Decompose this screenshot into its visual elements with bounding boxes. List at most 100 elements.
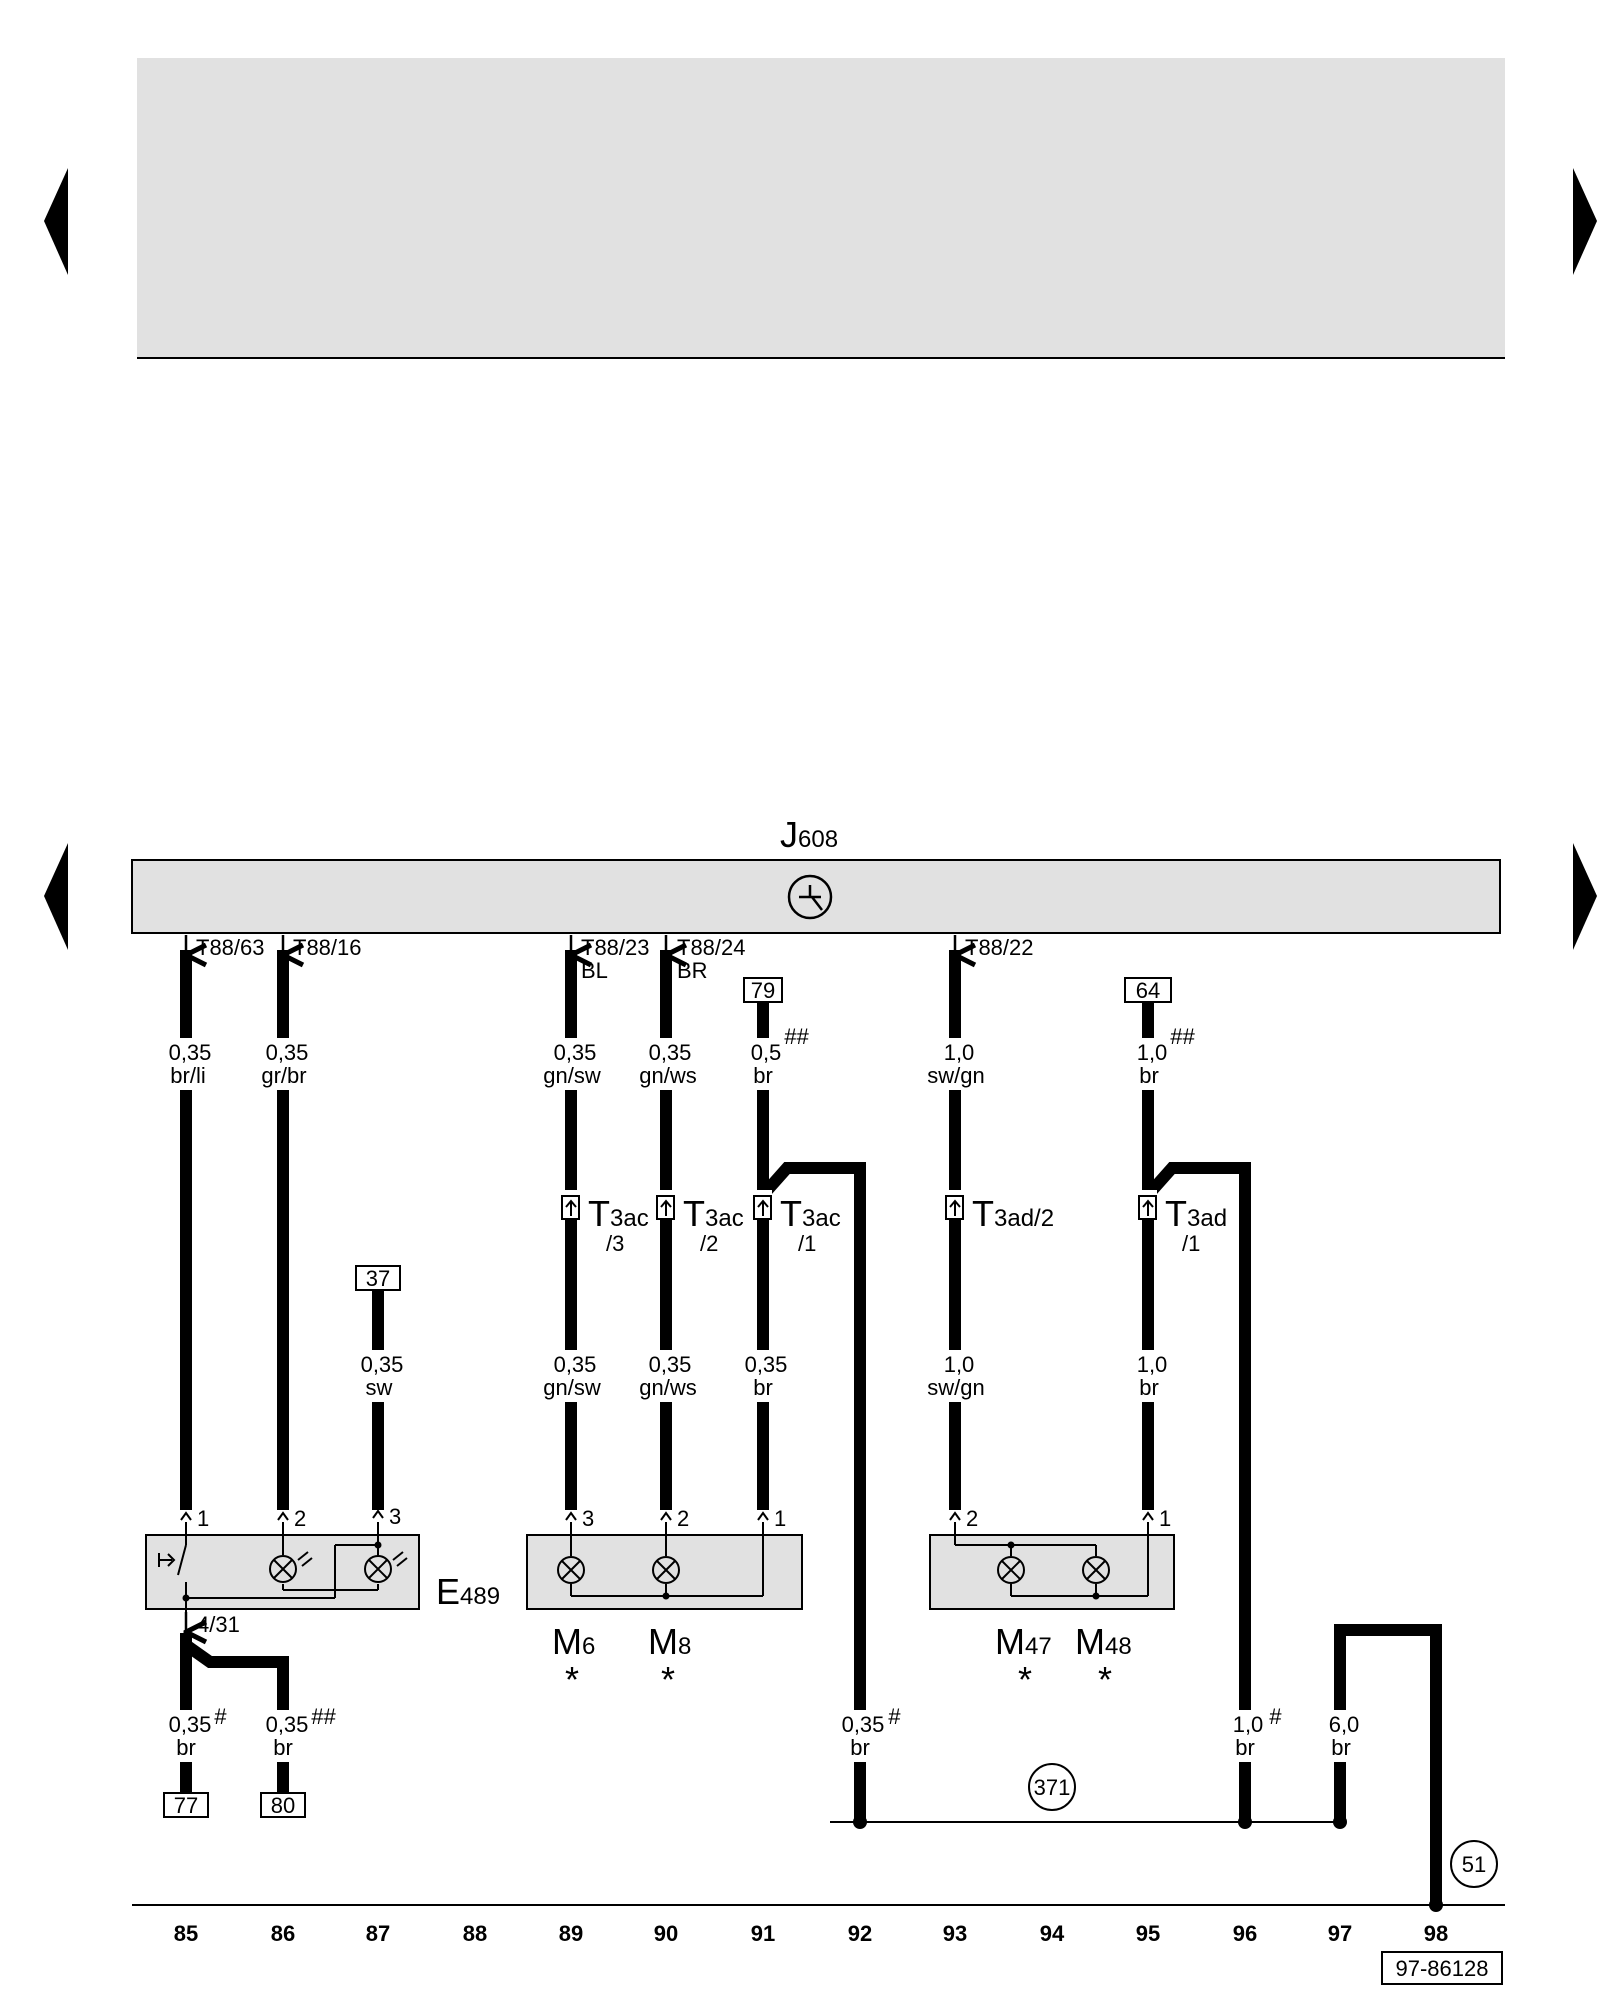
wire-92-size: 0,35 [842, 1712, 885, 1737]
wire-95-size: 1,0 [1137, 1040, 1168, 1065]
m8-asterisk: * [661, 1659, 675, 1700]
junction-92 [853, 1815, 867, 1829]
wire-93-lower-size: 1,0 [944, 1352, 975, 1377]
column-94: 94 [1040, 1921, 1065, 1946]
junction-96 [1238, 1815, 1252, 1829]
column-96: 96 [1233, 1921, 1257, 1946]
m6-label: M6 [552, 1621, 595, 1662]
connector-t3ac-1-pin: /1 [798, 1231, 816, 1256]
svg-text:97-86128: 97-86128 [1396, 1956, 1489, 1981]
wire-90-lower-size: 0,35 [649, 1352, 692, 1377]
wire-97 [1334, 1624, 1442, 1905]
m48-label: M48 [1075, 1621, 1132, 1662]
column-92: 92 [848, 1921, 872, 1946]
ref-80[interactable]: 80 [260, 1792, 306, 1818]
svg-text:371: 371 [1034, 1775, 1071, 1800]
wire-89-lower-color: gn/sw [543, 1375, 601, 1400]
connector-t3ac-1: T3ac [780, 1193, 841, 1234]
svg-text:64: 64 [1136, 978, 1160, 1003]
svg-text:51: 51 [1462, 1852, 1486, 1877]
connector-t3ac-3-pin: /3 [606, 1231, 624, 1256]
pin-t88-23: T88/23 [581, 935, 650, 960]
next-page-arrow-top[interactable] [1573, 168, 1597, 275]
m-pin-1: 1 [774, 1506, 786, 1531]
wire-96-size: 1,0 [1233, 1712, 1264, 1737]
wire-87-size: 0,35 [361, 1352, 404, 1377]
column-98: 98 [1424, 1921, 1448, 1946]
wire-90-lower-color: gn/ws [639, 1375, 696, 1400]
wire-85-color: br/li [170, 1063, 205, 1088]
wire-90-size: 0,35 [649, 1040, 692, 1065]
pin-t88-22: T88/22 [965, 935, 1034, 960]
wire-96-marker: # [1269, 1704, 1282, 1729]
wire-labels-lower: 0,35 br 0,35 br 0,35 br 1,0 br 6,0 br [169, 1712, 1360, 1760]
wire-86-lower-color: br [273, 1735, 293, 1760]
wire-93-lower-color: sw/gn [927, 1375, 984, 1400]
prev-page-arrow-top[interactable] [44, 168, 68, 275]
wire-96 [1143, 1162, 1251, 1822]
e489-pin-4-31: 4/31 [197, 1612, 240, 1637]
svg-text:77: 77 [174, 1793, 198, 1818]
wire-92-color: br [850, 1735, 870, 1760]
transistor-icon [787, 874, 833, 920]
component-pin-arrows [180, 1509, 1154, 1521]
m48-lamp-icon [1082, 1556, 1110, 1584]
component-pin-labels: 1 2 3 4/31 3 2 1 2 1 [197, 1504, 1171, 1637]
wire-90-color: gn/ws [639, 1063, 696, 1088]
m6-lamp-icon [557, 1556, 585, 1584]
wire-86-color: gr/br [261, 1063, 306, 1088]
wire-96-color: br [1235, 1735, 1255, 1760]
e489-pin-1: 1 [197, 1506, 209, 1531]
ref-79[interactable]: 79 [743, 977, 783, 1003]
wire-85-lower-color: br [176, 1735, 196, 1760]
n-pin-2: 2 [966, 1506, 978, 1531]
column-86: 86 [271, 1921, 295, 1946]
column-88: 88 [463, 1921, 487, 1946]
wire-85-size: 0,35 [169, 1040, 212, 1065]
connector-t3ad-2: T3ad/2 [972, 1193, 1054, 1234]
wire-93-size: 1,0 [944, 1040, 975, 1065]
e489-switch-module[interactable] [145, 1522, 420, 1612]
connector-arrows [565, 1199, 1154, 1216]
m6-m8-lamp-module[interactable] [526, 1522, 803, 1610]
wire-92 [758, 1162, 866, 1822]
m47-m48-lamp-module[interactable] [929, 1522, 1175, 1610]
connector-t3ac-3: T3ac [588, 1193, 649, 1234]
ground-point-371[interactable]: 371 [1028, 1763, 1076, 1811]
control-unit-label: J608 [780, 814, 838, 855]
wire-86-lower-marker: ## [311, 1704, 336, 1729]
n-pin-1: 1 [1159, 1506, 1171, 1531]
wire-91-size: 0,5 [751, 1040, 782, 1065]
column-91: 91 [751, 1921, 775, 1946]
wire-95-lower-color: br [1139, 1375, 1159, 1400]
wire-95-color: br [1139, 1063, 1159, 1088]
connector-t3ac-2-pin: /2 [700, 1231, 718, 1256]
wire-91-lower-size: 0,35 [745, 1352, 788, 1377]
ref-37[interactable]: 37 [355, 1265, 401, 1291]
e489-pin-3: 3 [389, 1504, 401, 1529]
next-page-arrow-bottom[interactable] [1573, 843, 1597, 950]
wire-92-marker: # [888, 1704, 901, 1729]
ref-77[interactable]: 77 [163, 1792, 209, 1818]
m47-label: M47 [995, 1621, 1052, 1662]
connector-t3ad-1-pin: /1 [1182, 1231, 1200, 1256]
wire-97-color: br [1331, 1735, 1351, 1760]
wire-97-size: 6,0 [1329, 1712, 1360, 1737]
wire-89-size: 0,35 [554, 1040, 597, 1065]
wire-86-lower-size: 0,35 [266, 1712, 309, 1737]
m8-label: M8 [648, 1621, 691, 1662]
wire-91-color: br [753, 1063, 773, 1088]
junction-97 [1333, 1815, 1347, 1829]
wire-89-lower-size: 0,35 [554, 1352, 597, 1377]
column-90: 90 [654, 1921, 678, 1946]
ref-64[interactable]: 64 [1124, 977, 1172, 1003]
wire-labels-upper: 0,35 br/li 0,35 gr/br 0,35 gn/sw 0,35 gn… [169, 1040, 1168, 1088]
connector-t3ac-2: T3ac [683, 1193, 744, 1234]
wire-86-size: 0,35 [266, 1040, 309, 1065]
ground-point-51[interactable]: 51 [1450, 1840, 1498, 1888]
m48-asterisk: * [1098, 1659, 1112, 1700]
prev-page-arrow-bottom[interactable] [44, 843, 68, 950]
m47-lamp-icon [997, 1556, 1025, 1584]
header-panel [137, 58, 1505, 358]
